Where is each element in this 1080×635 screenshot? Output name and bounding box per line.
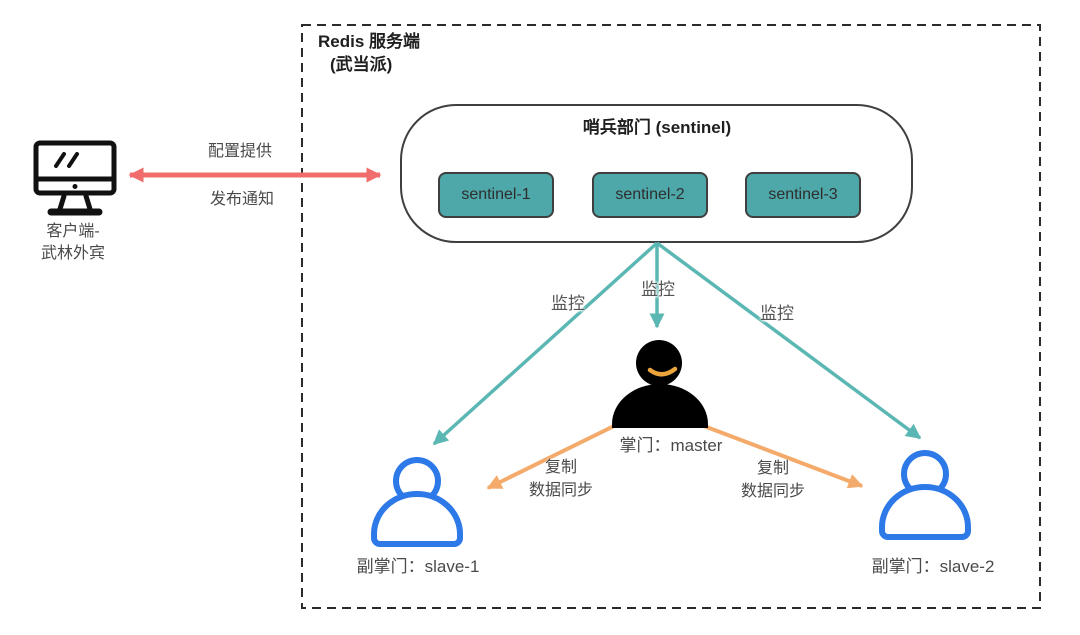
sentinel-node-1-label: sentinel-1	[461, 186, 531, 203]
replicate-arrow-right	[703, 424, 864, 489]
person-outline-icon-slave2	[879, 450, 971, 540]
monitor-arrows	[432, 241, 922, 446]
monitor-arrow-left	[432, 241, 659, 446]
slave1-label: 副掌门：slave-1	[356, 557, 480, 576]
smile-icon	[647, 366, 678, 377]
sentinel-group-title: 哨兵部门 (sentinel)	[582, 118, 732, 137]
client-label-line2: 武林外宾	[40, 245, 106, 262]
replication-label-right: 复制 数据同步	[741, 457, 805, 503]
sentinel-node-1: sentinel-1	[438, 172, 554, 218]
client-label-line1: 客户端-	[46, 223, 100, 240]
publish-notify-label: 发布通知	[209, 191, 275, 208]
sentinel-node-2-label: sentinel-2	[615, 186, 685, 203]
config-provide-label: 配置提供	[207, 143, 273, 160]
server-boundary-box	[301, 24, 1041, 609]
person-outline-icon-slave1	[371, 457, 463, 547]
replication-label-left: 复制 数据同步	[529, 456, 593, 502]
replication-label-right-line2: 数据同步	[740, 483, 806, 500]
replication-label-left-line2: 数据同步	[528, 482, 594, 499]
server-box-title: Redis 服务端 (武当派)	[318, 30, 420, 76]
slave2-label: 副掌门：slave-2	[871, 557, 995, 576]
monitor-label-right: 监控	[760, 304, 794, 323]
server-box-title-line2: (武当派)	[330, 55, 393, 74]
monitor-icon	[33, 140, 117, 216]
client-label: 客户端- 武林外宾	[41, 221, 105, 265]
monitor-label-left: 监控	[551, 294, 585, 313]
person-filled-icon	[612, 340, 708, 428]
sentinel-node-3: sentinel-3	[745, 172, 861, 218]
server-box-title-line1: Redis 服务端	[318, 32, 421, 51]
replication-label-left-line1: 复制	[544, 459, 578, 476]
replicate-arrow-left	[486, 424, 615, 490]
sentinel-node-2: sentinel-2	[592, 172, 708, 218]
replication-arrows	[486, 424, 864, 490]
sentinel-node-3-label: sentinel-3	[768, 186, 838, 203]
monitor-label-middle: 监控	[641, 280, 675, 299]
monitor-arrow-right	[655, 241, 922, 440]
master-label: 掌门：master	[619, 436, 723, 455]
replication-label-right-line1: 复制	[756, 460, 790, 477]
